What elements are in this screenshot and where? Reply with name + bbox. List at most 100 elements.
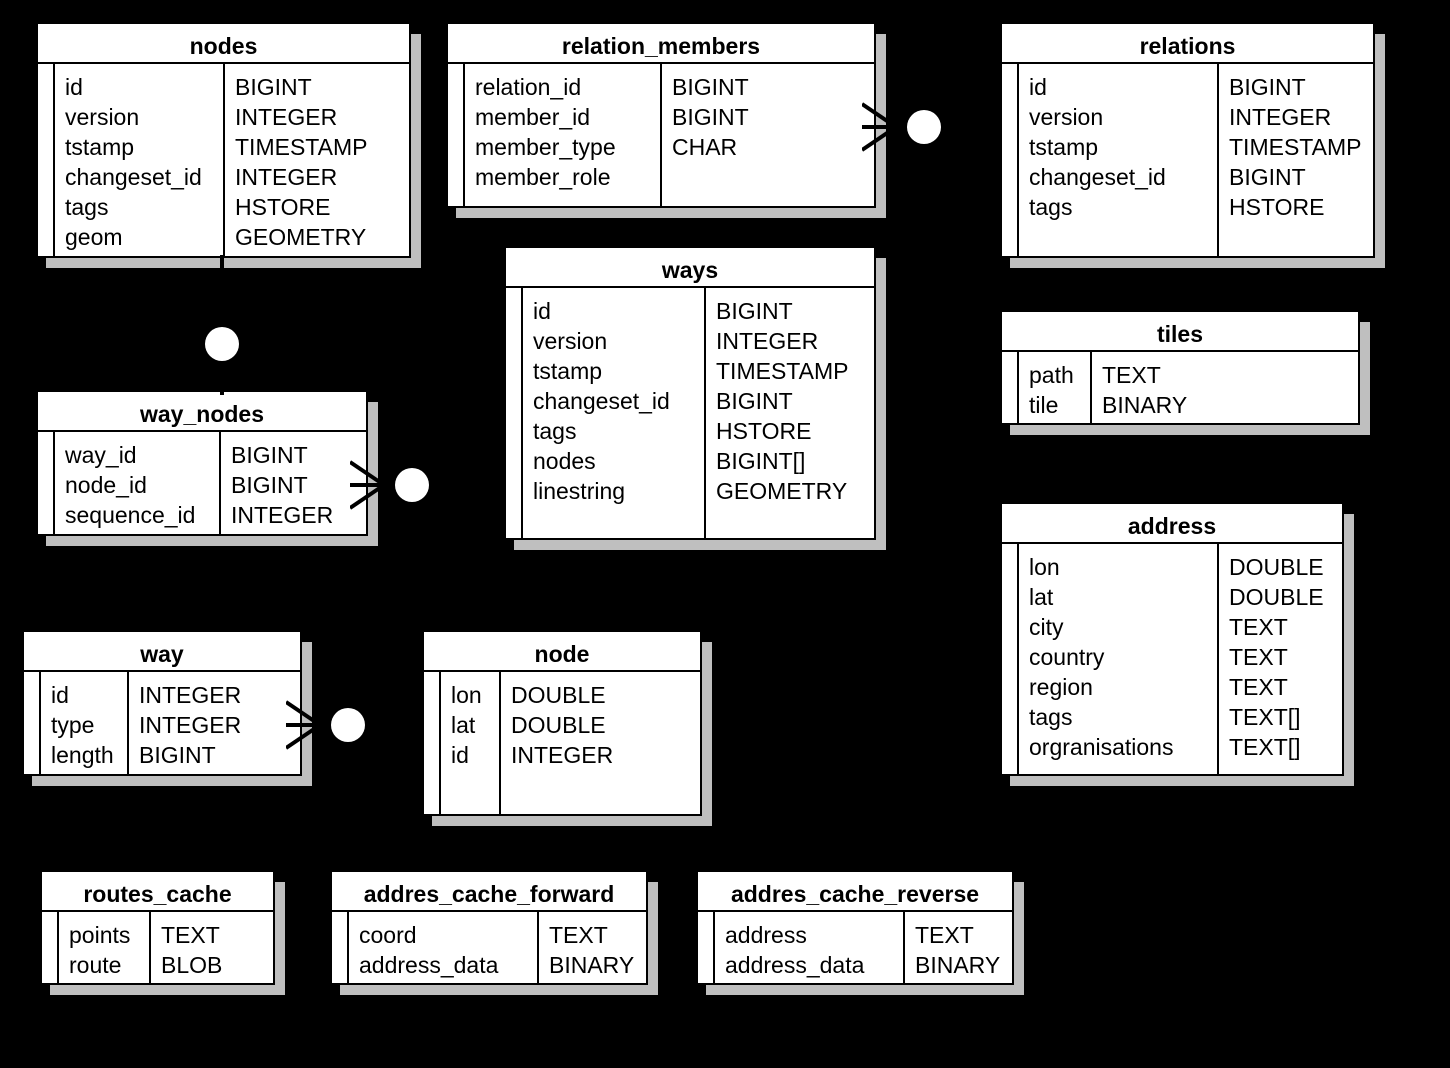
field-name: lon (451, 682, 482, 708)
field-name: address_data (725, 952, 865, 978)
field-type: BIGINT (139, 742, 216, 768)
field-type: TEXT[] (1229, 704, 1301, 730)
entity-title: way_nodes (36, 390, 368, 430)
field-type: INTEGER (139, 712, 242, 738)
field-type: HSTORE (235, 194, 331, 220)
field-type: HSTORE (1229, 194, 1325, 220)
entity-title: relations (1000, 22, 1375, 62)
field-type: BIGINT (231, 472, 308, 498)
field-name: member_type (475, 134, 616, 160)
relationship-endpoint-circle (395, 468, 429, 502)
field-type: BIGINT (672, 104, 749, 130)
field-type: INTEGER (716, 328, 819, 354)
field-name: country (1029, 644, 1105, 670)
field-name: id (451, 742, 469, 768)
entity-title: addres_cache_forward (330, 870, 648, 910)
field-name: nodes (533, 448, 596, 474)
field-type: BIGINT (235, 74, 312, 100)
connector-way-nodes-ways[interactable] (350, 454, 440, 516)
field-type: TEXT (1229, 674, 1288, 700)
field-type: CHAR (672, 134, 738, 160)
field-type: INTEGER (1229, 104, 1332, 130)
entity-key-gutter (38, 64, 55, 256)
field-type: INTEGER (139, 682, 242, 708)
entity-key-gutter (1002, 64, 1019, 256)
field-name: address_data (359, 952, 499, 978)
connector-nodes-way-nodes[interactable] (204, 255, 240, 395)
field-type-column: TEXT BINARY (905, 912, 1012, 983)
field-name: id (65, 74, 83, 100)
field-name: address (725, 922, 807, 948)
field-type: TEXT (915, 922, 974, 948)
entity-body: address address_data TEXT BINARY (696, 910, 1014, 985)
entity-key-gutter (24, 672, 41, 774)
field-name: tags (65, 194, 109, 220)
field-name: id (1029, 74, 1047, 100)
field-type: TEXT (161, 922, 220, 948)
field-name: version (1029, 104, 1104, 130)
field-type: TEXT (1102, 362, 1161, 388)
connector-way-node[interactable] (286, 694, 376, 756)
relationship-endpoint-circle (331, 708, 365, 742)
connector-relation-members-relations[interactable] (862, 96, 952, 158)
entity-key-gutter (332, 912, 349, 983)
entity-key-gutter (448, 64, 465, 206)
field-type: DOUBLE (1229, 584, 1324, 610)
field-type: DOUBLE (511, 712, 606, 738)
field-type: TIMESTAMP (716, 358, 849, 384)
field-name: tstamp (65, 134, 135, 160)
field-type: TEXT (1229, 644, 1288, 670)
relationship-endpoint-circle (907, 110, 941, 144)
field-name-column: address address_data (715, 912, 905, 983)
field-name: city (1029, 614, 1064, 640)
entity-key-gutter (1002, 544, 1019, 774)
field-name: tstamp (1029, 134, 1099, 160)
entity-title: nodes (36, 22, 411, 62)
field-type: TIMESTAMP (235, 134, 368, 160)
field-type: BINARY (915, 952, 1001, 978)
entity-key-gutter (506, 288, 523, 538)
field-type: INTEGER (235, 104, 338, 130)
field-name: type (51, 712, 95, 738)
field-name: lat (451, 712, 476, 738)
field-name: id (51, 682, 69, 708)
field-type: BIGINT[] (716, 448, 806, 474)
